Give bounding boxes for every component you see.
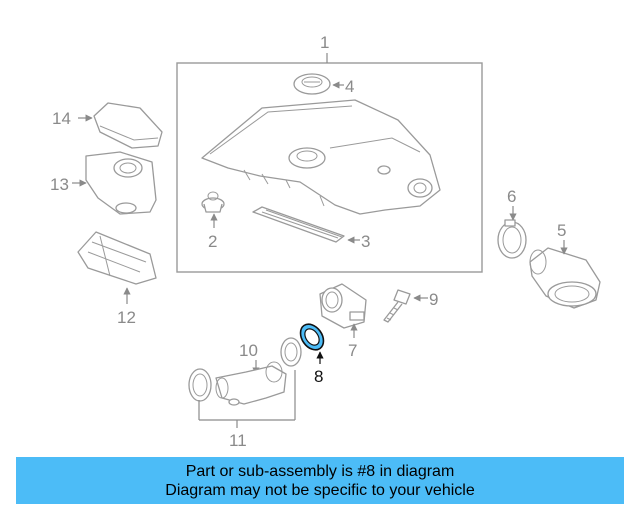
callout-12[interactable]: 12 bbox=[117, 308, 136, 327]
callout-14[interactable]: 14 bbox=[52, 109, 71, 128]
part-12-duct[interactable] bbox=[77, 231, 157, 285]
callout-9[interactable]: 9 bbox=[429, 290, 438, 309]
callout-3[interactable]: 3 bbox=[361, 232, 370, 251]
part-8-seal-ring[interactable] bbox=[296, 320, 328, 354]
callout-1[interactable]: 1 bbox=[320, 33, 329, 52]
engine-cover-assembly-frame bbox=[176, 53, 483, 273]
part-3-filter[interactable] bbox=[252, 206, 345, 243]
callout-5[interactable]: 5 bbox=[557, 221, 566, 240]
part-10-clamp[interactable] bbox=[280, 337, 302, 367]
part-7-sensor[interactable] bbox=[319, 283, 367, 329]
callout-4[interactable]: 4 bbox=[345, 77, 354, 96]
part-5-hose[interactable] bbox=[529, 247, 601, 309]
callout-6[interactable]: 6 bbox=[507, 187, 516, 206]
banner-line-2: Diagram may not be specific to your vehi… bbox=[165, 481, 475, 499]
parts-diagram: 1 4 2 3 14 bbox=[50, 33, 601, 450]
banner-line-1: Part or sub-assembly is #8 in diagram bbox=[185, 462, 455, 480]
callout-8[interactable]: 8 bbox=[314, 367, 323, 386]
callout-10[interactable]: 10 bbox=[239, 341, 258, 360]
part-4-cap[interactable] bbox=[293, 73, 331, 95]
leader-11 bbox=[198, 370, 296, 428]
part-13-housing[interactable] bbox=[85, 151, 157, 215]
part-2-grommet[interactable] bbox=[201, 191, 225, 213]
info-banner: Part or sub-assembly is #8 in diagram Di… bbox=[16, 457, 624, 504]
part-11-hose-assembly[interactable] bbox=[188, 361, 287, 406]
part-1-engine-cover[interactable] bbox=[201, 99, 441, 215]
callout-2[interactable]: 2 bbox=[208, 232, 217, 251]
callout-13[interactable]: 13 bbox=[50, 175, 69, 194]
callout-11[interactable]: 11 bbox=[229, 431, 247, 450]
part-14-cover[interactable] bbox=[93, 102, 163, 149]
callout-7[interactable]: 7 bbox=[348, 341, 357, 360]
part-6-clamp[interactable] bbox=[497, 219, 527, 259]
part-9-bolt[interactable] bbox=[383, 289, 411, 323]
